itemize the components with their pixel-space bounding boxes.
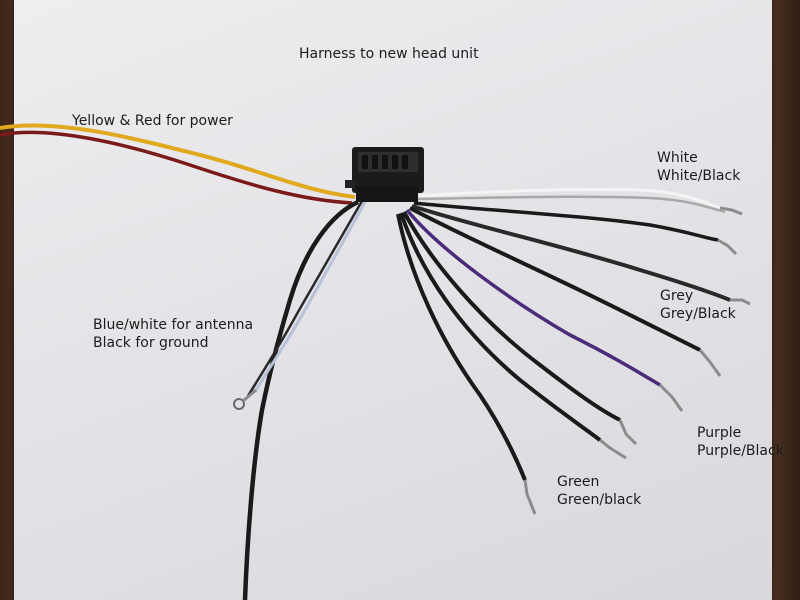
red-wire	[0, 130, 353, 205]
green-black-wire	[396, 213, 527, 481]
antenna-label: Blue/white for antenna	[93, 317, 254, 333]
purple-black-label: Purple/Black	[697, 443, 784, 459]
grey-labels: Grey Grey/Black	[660, 287, 736, 323]
grey-wire	[411, 204, 731, 302]
antenna-wire	[253, 199, 368, 393]
power-label: Yellow & Red for power	[72, 113, 233, 129]
white-black-label: White/Black	[657, 168, 741, 184]
ground-label: Black for ground	[93, 335, 209, 351]
green-label: Green	[557, 474, 600, 490]
ring-terminal	[233, 398, 245, 410]
harness-connector	[345, 147, 424, 202]
green-wire	[399, 212, 602, 442]
purple-black-wire	[402, 211, 621, 422]
grey-black-wire	[409, 206, 701, 352]
grey-black-label: Grey/Black	[660, 306, 736, 322]
crimp-terminals	[523, 206, 751, 515]
purple-wire	[405, 208, 661, 387]
page-title: Harness to new head unit	[299, 46, 479, 62]
purple-labels: Purple Purple/Black	[697, 424, 784, 460]
ground-wire	[242, 199, 359, 600]
antenna-ground-label: Blue/white for antenna Black for ground	[93, 316, 253, 352]
antenna-wire-black	[246, 200, 364, 397]
purple-label: Purple	[697, 425, 742, 441]
paper-sheet	[14, 0, 772, 600]
ring-terminal-shank	[242, 388, 257, 403]
green-labels: Green Green/black	[557, 473, 641, 509]
yellow-wire	[0, 123, 356, 199]
white-labels: White White/Black	[657, 149, 740, 185]
grey-label: Grey	[660, 288, 694, 304]
white-label: White	[657, 150, 698, 166]
black-wire-1	[413, 201, 719, 242]
green-black-label: Green/black	[557, 492, 642, 508]
white-wire	[414, 187, 721, 210]
white-black-wire	[413, 195, 726, 214]
